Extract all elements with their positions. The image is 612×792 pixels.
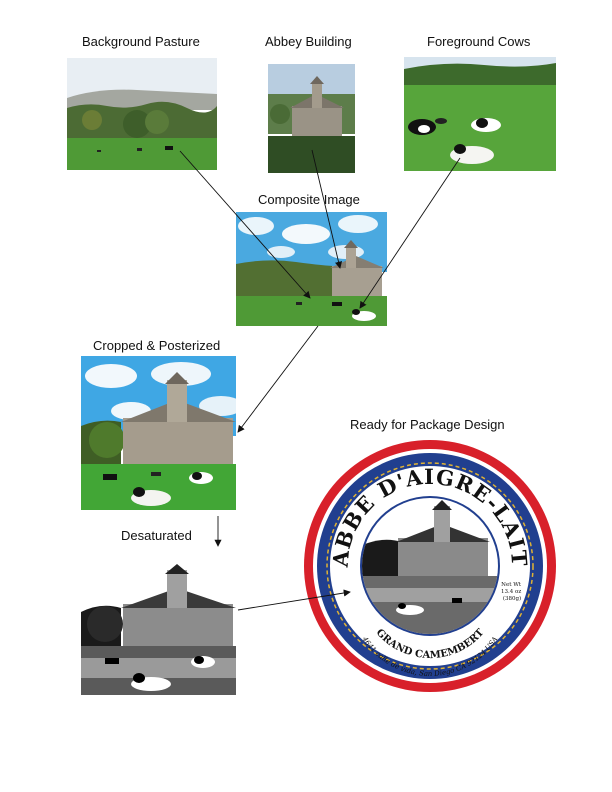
background-pasture-label: Background Pasture <box>82 34 200 49</box>
arrow-desaturated-to-package <box>237 589 351 611</box>
arrow-cows-to-composite <box>359 157 461 309</box>
net-weight-line-2: 13.4 oz <box>501 589 521 595</box>
cropped-posterized-label: Cropped & Posterized <box>93 338 221 353</box>
composite-image <box>236 212 387 326</box>
desaturated-label: Desaturated <box>121 528 192 543</box>
arrow-pasture-to-composite <box>179 150 311 299</box>
background-pasture-image <box>67 58 217 170</box>
net-weight-line-1: Net Wt <box>501 582 522 588</box>
abbey-building-label: Abbey Building <box>265 34 352 49</box>
composite-image-label: Composite Image <box>258 192 360 207</box>
package-design-label: ABBE D'AIGRE-LAIT GRAND CAMEMBERT 4641 c… <box>302 438 557 693</box>
svg-text:Net Wt 13.4 oz (38: Net Wt 13.4 oz (380g) <box>501 582 523 602</box>
arrow-composite-to-cropped <box>237 325 319 433</box>
inner-abbey-photo <box>362 498 498 634</box>
ready-for-package-label: Ready for Package Design <box>350 417 505 432</box>
abbey-building-image <box>268 64 355 173</box>
net-weight-line-3: (380g) <box>503 595 521 602</box>
desaturated-image <box>81 562 236 695</box>
foreground-cows-image <box>404 57 556 171</box>
foreground-cows-label: Foreground Cows <box>427 34 531 49</box>
arrow-abbey-to-composite <box>311 149 343 269</box>
cropped-posterized-image <box>81 356 236 510</box>
